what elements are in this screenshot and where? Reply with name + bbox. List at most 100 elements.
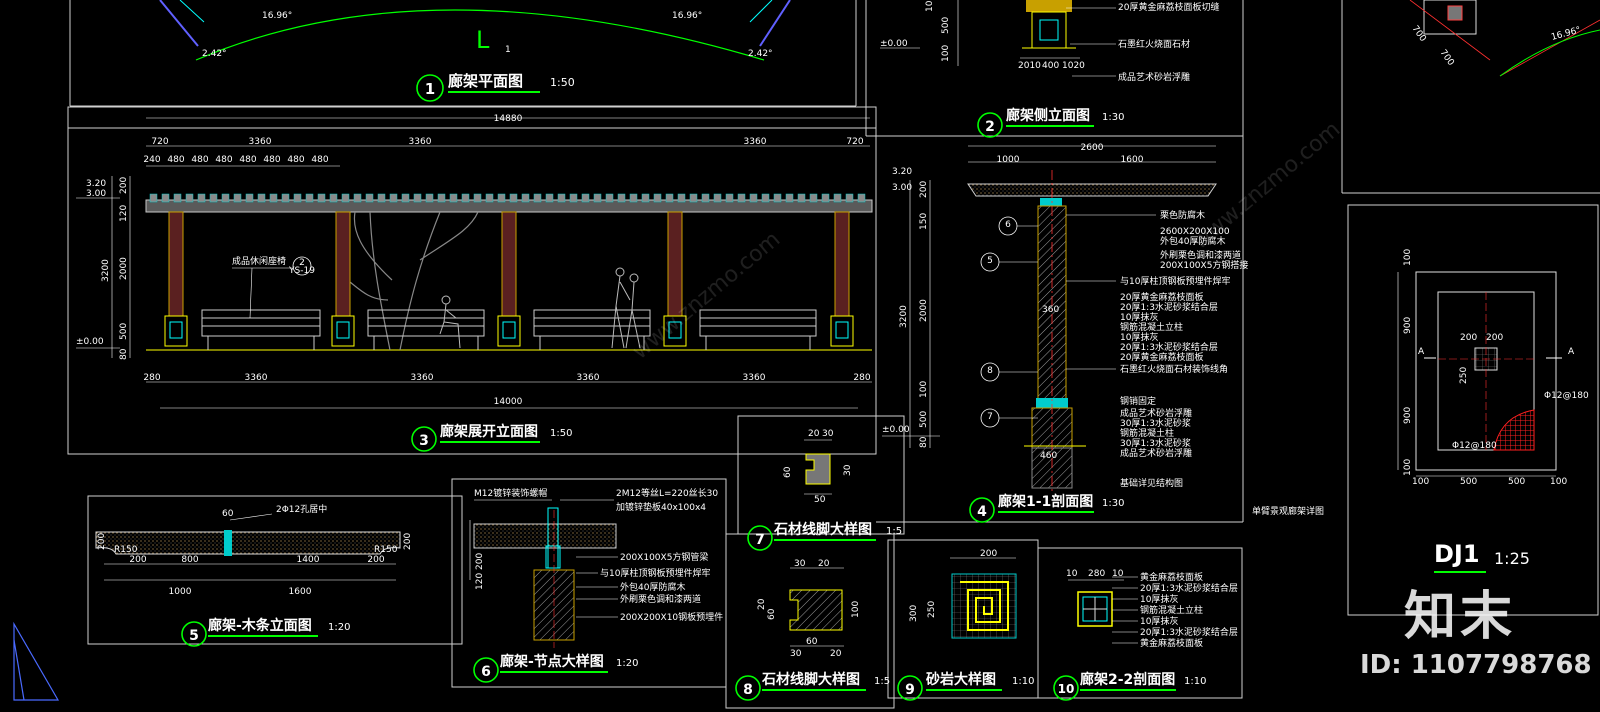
sec11-note: 20厚黄金麻荔枝面板 (1120, 291, 1203, 303)
stone8-dim: 60 (767, 608, 777, 620)
rafter (185, 193, 194, 203)
stone7-dim: 30 (843, 464, 853, 476)
rafter (617, 193, 626, 203)
rafter (785, 193, 794, 203)
sec11-col-dim: 360 (1042, 305, 1059, 315)
sec11-note: 与10厚柱顶钢板预埋件焊牢 (1120, 275, 1230, 287)
stone8-dim: 20 (818, 559, 830, 569)
rafters (149, 193, 866, 203)
sec11-vdim: 500 (919, 411, 929, 428)
rafter (809, 193, 818, 203)
stone7-dim: 30 (822, 429, 834, 439)
rafter (161, 193, 170, 203)
stone7-number: 7 (755, 532, 765, 548)
sandstone-scale: 1:10 (1012, 676, 1034, 687)
rafter (461, 193, 470, 203)
elev-vdim: 2000 (119, 257, 129, 280)
dj1-scale: 1:25 (1494, 549, 1530, 568)
sec11-ref: 8 (987, 366, 993, 376)
sec11-notes: 栗色防腐木2600X200X100外包40厚防腐木外刷栗色调和漆两道200X10… (1066, 209, 1248, 489)
node-note: 200X100X5方钢管梁 (620, 551, 708, 563)
rafter (473, 193, 482, 203)
rafter (605, 193, 614, 203)
rafter (821, 193, 830, 203)
dj1-dim: 900 (1403, 407, 1413, 424)
dj1-dim: 500 (1460, 477, 1477, 487)
elev-level-300: 3.00 (86, 189, 106, 199)
sec11-note: 外包40厚防腐木 (1160, 235, 1225, 247)
bench (367, 309, 485, 350)
node-vdim: 200 (475, 553, 485, 570)
side-vdim-1: 100 (925, 0, 935, 12)
woodbar-total: 1000 (169, 587, 192, 597)
side-hdim-1: 2010 (1018, 61, 1041, 71)
stone-molding-7: 20 30 60 30 50 7 石材线脚大样图 1:5 (747, 429, 902, 551)
sec22-note: 10厚抹灰 (1140, 593, 1178, 605)
elev-small-dim: 480 (263, 155, 280, 165)
woodbar-dim: 200 (129, 555, 146, 565)
woodbar-radius-left: R150 (114, 545, 138, 555)
stone7-dim: 60 (783, 466, 793, 478)
column (331, 211, 355, 347)
sec11-number: 4 (977, 504, 987, 520)
stone8-dim: 20 (757, 598, 767, 610)
dj1-foundation: 200 200 100 500 500 100 100 900 250 900 … (1397, 249, 1589, 573)
watermark-brand: 知末 (1404, 587, 1517, 647)
elev-bench-label: 成品休闲座椅 (232, 255, 286, 267)
sec11-note: 30厚1:3水泥砂浆 (1120, 417, 1191, 429)
rafter (689, 193, 698, 203)
sec22-number: 10 (1058, 682, 1075, 696)
elev-total-bottom: 14000 (494, 397, 523, 407)
sec11-base-dim: 460 (1040, 451, 1057, 461)
sandstone-title: 砂岩大样图 (925, 671, 996, 688)
node-title: 廊架-节点大样图 (500, 653, 604, 670)
sec11-dim-right: 1600 (1121, 155, 1144, 165)
side-number: 2 (985, 119, 995, 135)
sec11-vdim: 150 (919, 213, 929, 230)
stone8-dim: 60 (806, 637, 818, 647)
rafter (773, 193, 782, 203)
woodbar-top-dim: 60 (222, 509, 234, 519)
woodbar-side-left: 200 (97, 533, 107, 550)
rafter (569, 193, 578, 203)
sec11-note: 石墨红火烧面石材装饰线角 (1120, 363, 1228, 375)
rafter (281, 193, 290, 203)
elev-bottom-dim: 280 (853, 373, 870, 383)
rafter (173, 193, 182, 203)
dj1-dim: 250 (1459, 367, 1469, 384)
node-number: 6 (481, 664, 491, 680)
node-scale: 1:20 (616, 658, 638, 669)
node-note: 200X200X10钢板预埋件 (620, 611, 723, 623)
sec11-note: 栗色防腐木 (1160, 209, 1205, 221)
elev-top-dim: 3360 (409, 137, 432, 147)
elev-vdim: 200 (119, 177, 129, 194)
stone8-title: 石材线脚大样图 (761, 671, 860, 688)
sec11-note: 成品艺术砂岩浮雕 (1120, 407, 1192, 419)
sandstone-dim: 250 (927, 601, 937, 618)
rafter (233, 193, 242, 203)
elev-top-dim: 720 (151, 137, 168, 147)
rafter (557, 193, 566, 203)
rafter (737, 193, 746, 203)
side-note-1: 20厚黄金麻荔枝面板切缝 (1118, 1, 1219, 13)
elev-small-dim: 480 (239, 155, 256, 165)
elev-bench-ref: 2 (299, 258, 305, 268)
stone8-dim: 20 (830, 649, 842, 659)
node-note: 2M12等丝L=220丝长30 (616, 487, 718, 499)
rafter (353, 193, 362, 203)
dj1-title: DJ1 (1434, 540, 1480, 568)
sec11-ref: 7 (987, 412, 993, 422)
rafter (533, 193, 542, 203)
elev-vdim: 500 (119, 323, 129, 340)
sec11-vdim: 100 (919, 381, 929, 398)
sec11-scale: 1:30 (1102, 498, 1124, 509)
rafter (665, 193, 674, 203)
node-note: 外刷栗色调和漆两道 (620, 593, 701, 605)
rafter (389, 193, 398, 203)
dj1-rebar-2: Φ12@180 (1452, 441, 1497, 451)
sec22-note: 钢筋混凝土立柱 (1140, 604, 1203, 616)
rafter (833, 193, 842, 203)
woodbar-number: 5 (189, 628, 199, 644)
